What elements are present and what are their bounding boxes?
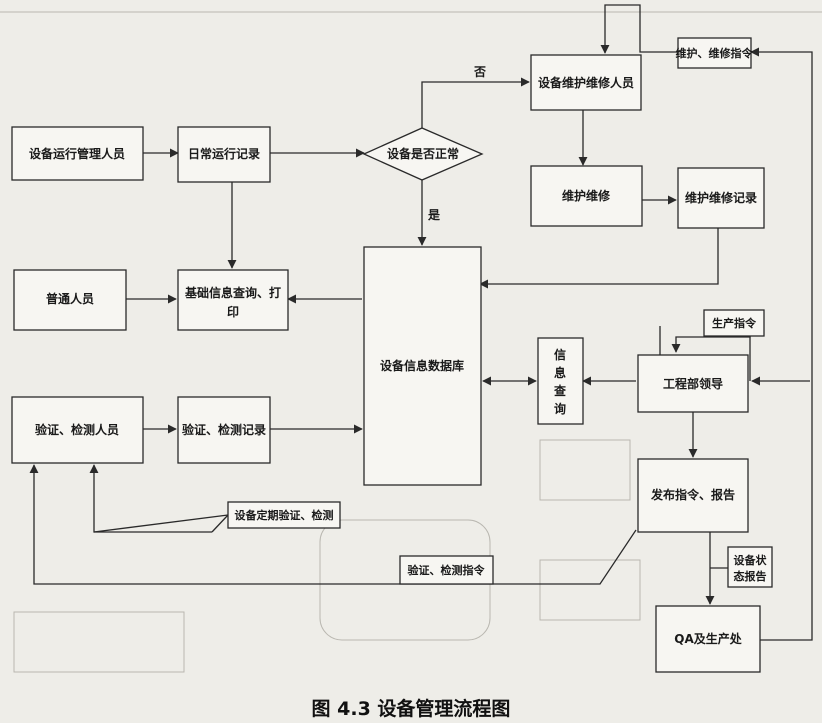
info-query-char: 信 xyxy=(554,347,566,362)
node-maint-staff-label: 设备维护维修人员 xyxy=(538,75,634,90)
edge-periodic-vstaff xyxy=(93,514,229,533)
node-maintain-label: 维护维修 xyxy=(562,188,611,203)
node-operators: 设备运行管理人员 xyxy=(11,126,144,181)
node-periodic: 设备定期验证、检测 xyxy=(227,501,341,529)
node-operators-label: 设备运行管理人员 xyxy=(29,146,125,161)
node-validation-staff-label: 验证、检测人员 xyxy=(35,422,119,437)
node-qa-label: QA及生产处 xyxy=(674,631,742,646)
edge-label-no: 否 xyxy=(473,65,486,79)
node-maint-cmd: 维护、维修指令 xyxy=(676,37,754,69)
node-validation-record-label: 验证、检测记录 xyxy=(182,422,266,437)
node-is-normal-label: 设备是否正常 xyxy=(387,146,459,161)
node-qa: QA及生产处 xyxy=(655,605,761,673)
node-database: 设备信息数据库 xyxy=(363,246,482,486)
figure-caption: 图 4.3 设备管理流程图 xyxy=(312,697,511,720)
node-daily-record: 日常运行记录 xyxy=(177,126,271,183)
edge-cmd-staff xyxy=(600,4,678,54)
node-info-query: 信 息 查 询 xyxy=(537,337,584,425)
node-maint-cmd-label: 维护、维修指令 xyxy=(676,46,754,60)
node-database-label: 设备信息数据库 xyxy=(380,358,464,373)
background-artifacts xyxy=(0,11,822,673)
node-validation-cmd-label: 验证、检测指令 xyxy=(408,563,486,577)
node-publish: 发布指令、报告 xyxy=(637,458,749,533)
node-maintain: 维护维修 xyxy=(530,165,643,227)
node-status-report-label-1: 设备状 xyxy=(734,553,768,567)
info-query-char: 查 xyxy=(553,383,567,398)
node-engineering-leader: 工程部领导 xyxy=(637,354,749,413)
node-maint-staff: 设备维护维修人员 xyxy=(530,54,642,111)
node-basic-query-label-2: 印 xyxy=(227,305,239,319)
node-maint-record: 维护维修记录 xyxy=(677,167,765,229)
node-ordinary-label: 普通人员 xyxy=(46,291,94,306)
edges xyxy=(29,4,813,641)
node-status-report: 设备状 态报告 xyxy=(727,546,773,588)
node-periodic-label: 设备定期验证、检测 xyxy=(235,508,334,522)
node-validation-record: 验证、检测记录 xyxy=(177,396,271,464)
edge-mrecord-database xyxy=(479,228,719,289)
edge-qa-maintcmd xyxy=(750,47,813,641)
node-basic-query: 基础信息查询、打 印 xyxy=(177,269,289,331)
node-engineering-leader-label: 工程部领导 xyxy=(663,376,723,391)
edge-label-yes: 是 xyxy=(427,208,441,222)
node-production-cmd-label: 生产指令 xyxy=(712,316,757,330)
node-daily-record-label: 日常运行记录 xyxy=(188,146,260,161)
node-maint-record-label: 维护维修记录 xyxy=(685,190,757,205)
info-query-char: 息 xyxy=(554,365,566,380)
node-validation-staff: 验证、检测人员 xyxy=(11,396,144,464)
node-production-cmd: 生产指令 xyxy=(703,309,765,337)
node-ordinary: 普通人员 xyxy=(13,269,127,331)
node-is-normal: 设备是否正常 xyxy=(362,127,484,181)
node-status-report-label-2: 态报告 xyxy=(734,569,767,583)
node-publish-label: 发布指令、报告 xyxy=(650,487,735,502)
edge-decision-no xyxy=(421,77,530,128)
info-query-char: 询 xyxy=(554,401,566,416)
node-basic-query-label-1: 基础信息查询、打 xyxy=(184,285,281,300)
node-validation-cmd: 验证、检测指令 xyxy=(399,555,494,585)
